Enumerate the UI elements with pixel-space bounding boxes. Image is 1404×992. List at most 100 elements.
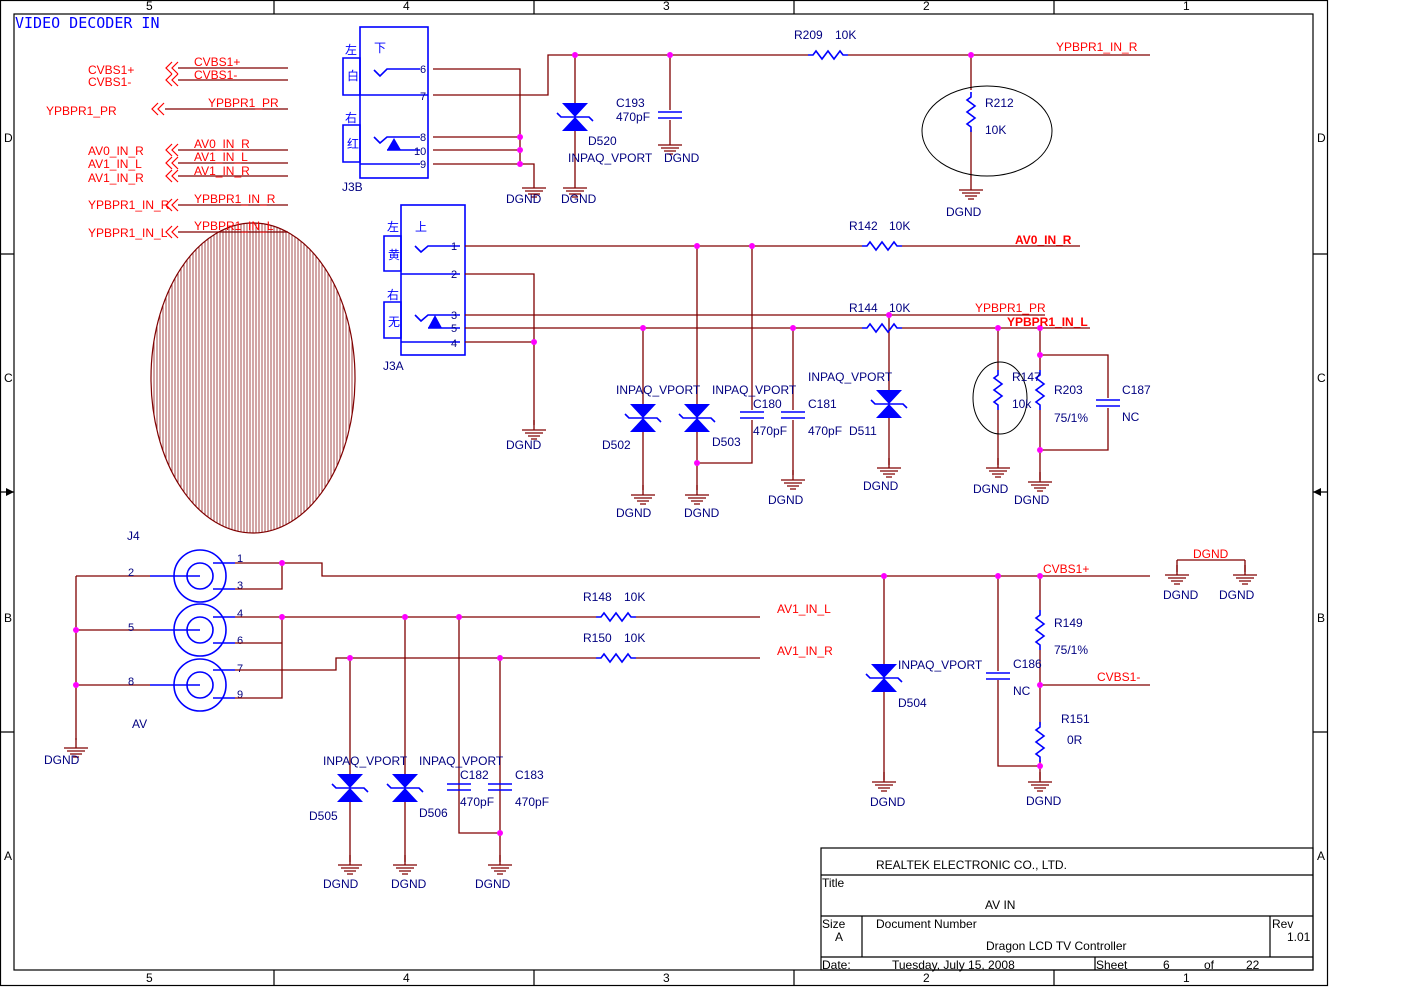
col-label: 5 <box>146 0 153 13</box>
resistor-r150 <box>595 653 637 663</box>
resistor-r212 <box>966 91 976 133</box>
hatched-annotation-ellipse <box>150 222 356 534</box>
ground-icon <box>871 771 897 792</box>
of-label: of <box>1204 958 1215 972</box>
d511-ref: D511 <box>849 424 877 438</box>
j3b-char: 红 <box>347 136 359 151</box>
wire-label: AV1_IN_R <box>194 164 250 178</box>
d505-ref: D505 <box>309 809 338 823</box>
wire-label: YPBPR1_PR <box>208 96 279 110</box>
tvs-diode-d504 <box>865 663 903 693</box>
junctions <box>279 560 1043 836</box>
ground-icon <box>958 179 984 200</box>
wires <box>433 54 1150 180</box>
net-label: CVBS1+ <box>1043 562 1089 576</box>
capacitor-c193 <box>657 111 683 119</box>
d520-ref: D520 <box>588 134 617 148</box>
offpage-label: AV1_IN_R <box>88 171 144 185</box>
r150-value: 10K <box>624 631 645 645</box>
junctions <box>517 52 974 167</box>
rev-label: Rev <box>1272 917 1293 931</box>
r203-value: 75/1% <box>1054 411 1088 425</box>
pin-number: 5 <box>128 622 134 634</box>
outer-border <box>0 0 1329 987</box>
j4-ground-wires <box>75 575 150 740</box>
j3b-char: 白 <box>347 68 359 83</box>
title-block-lines <box>821 874 1313 970</box>
col-label: 1 <box>1183 971 1190 985</box>
pin-number: 6 <box>420 64 426 76</box>
row-label: B <box>1317 611 1325 625</box>
ground-icon <box>1027 471 1053 492</box>
col-label: 3 <box>663 971 670 985</box>
pin-number: 3 <box>237 580 243 592</box>
row-label: A <box>4 849 12 863</box>
c193-ref: C193 <box>616 96 645 110</box>
connector-j4: J4 AV 1 2 3 4 5 6 7 8 9 DGND <box>44 529 243 767</box>
pin-number: 7 <box>237 663 243 675</box>
r142-value: 10K <box>889 219 910 233</box>
offpage-arrow-icon <box>165 73 179 87</box>
j3a-char: 上 <box>415 220 427 234</box>
middle-wiring: R142 10K R144 10K R147 10k R203 75/1% C1… <box>465 219 1151 520</box>
ground-icon <box>1027 771 1053 792</box>
r142-ref: R142 <box>849 219 878 233</box>
j4-ref: J4 <box>127 529 140 543</box>
offpage-arrow-icon <box>165 143 179 157</box>
sheet-total: 22 <box>1246 958 1260 972</box>
j3b-body <box>359 26 429 179</box>
ground-label: DGND <box>323 877 359 891</box>
col-label: 5 <box>146 971 153 985</box>
d511-value: INPAQ_VPORT <box>808 370 893 384</box>
ground-label: DGND <box>946 205 982 219</box>
pin-number: 8 <box>420 132 426 144</box>
d504-value: INPAQ_VPORT <box>898 658 983 672</box>
date-value: Tuesday, July 15, 2008 <box>892 958 1015 972</box>
c193-value: 470pF <box>616 110 650 124</box>
ground-label: DGND <box>506 192 542 206</box>
wires <box>235 559 1246 862</box>
resistor-r147 <box>993 369 1003 411</box>
docnum-label: Document Number <box>876 917 977 931</box>
col-label: 2 <box>923 0 930 13</box>
ground-label: DGND <box>44 753 80 767</box>
net-label: YPBPR1_IN_L <box>1007 315 1088 329</box>
j3b-ref: J3B <box>342 180 363 194</box>
date-label: Date: <box>822 958 851 972</box>
row-label: D <box>4 131 13 145</box>
row-label: A <box>1317 849 1325 863</box>
net-label: YPBPR1_IN_R <box>1056 40 1138 54</box>
j3b-char: 左 <box>345 42 357 57</box>
ground-label: DGND <box>616 506 652 520</box>
top-wiring: R209 10K R212 10K C193 470pF D520 INPAQ_… <box>433 28 1150 219</box>
pin-number: 6 <box>237 635 243 647</box>
r144-ref: R144 <box>849 301 878 315</box>
c183-value: 470pF <box>515 795 549 809</box>
j3b-contacts <box>342 57 428 165</box>
c186-value: NC <box>1013 684 1031 698</box>
ground-label: DGND <box>1026 794 1062 808</box>
ground-label: DGND <box>391 877 427 891</box>
ground-icon <box>337 854 363 875</box>
pin-number: 3 <box>451 310 457 322</box>
ground-label: DGND <box>561 192 597 206</box>
wire-label: YPBPR1_IN_L <box>194 219 274 233</box>
row-label: D <box>1317 131 1326 145</box>
r150-ref: R150 <box>583 631 612 645</box>
annotation-ellipse <box>972 361 1028 435</box>
r209-value: 10K <box>835 28 856 42</box>
pin-number: 8 <box>128 676 134 688</box>
capacitor-c181 <box>780 411 806 419</box>
sheet-number: 6 <box>1163 958 1170 972</box>
j3a-char: 黄 <box>388 248 400 262</box>
rev-value: 1.01 <box>1287 930 1311 944</box>
offpage-arrow-icon <box>151 102 165 116</box>
ground-label: DGND <box>664 151 700 165</box>
d503-value: INPAQ_VPORT <box>712 383 797 397</box>
ground-icon <box>630 484 656 505</box>
c186-ref: C186 <box>1013 657 1042 671</box>
r147-ref: R147 <box>1012 370 1041 384</box>
bottom-wiring: R148 10K R150 10K AV1_IN_L AV1_IN_R INPA… <box>235 547 1258 891</box>
connector-j3b: 左 白 右 红 下 6 7 8 10 9 J3B <box>342 26 429 194</box>
